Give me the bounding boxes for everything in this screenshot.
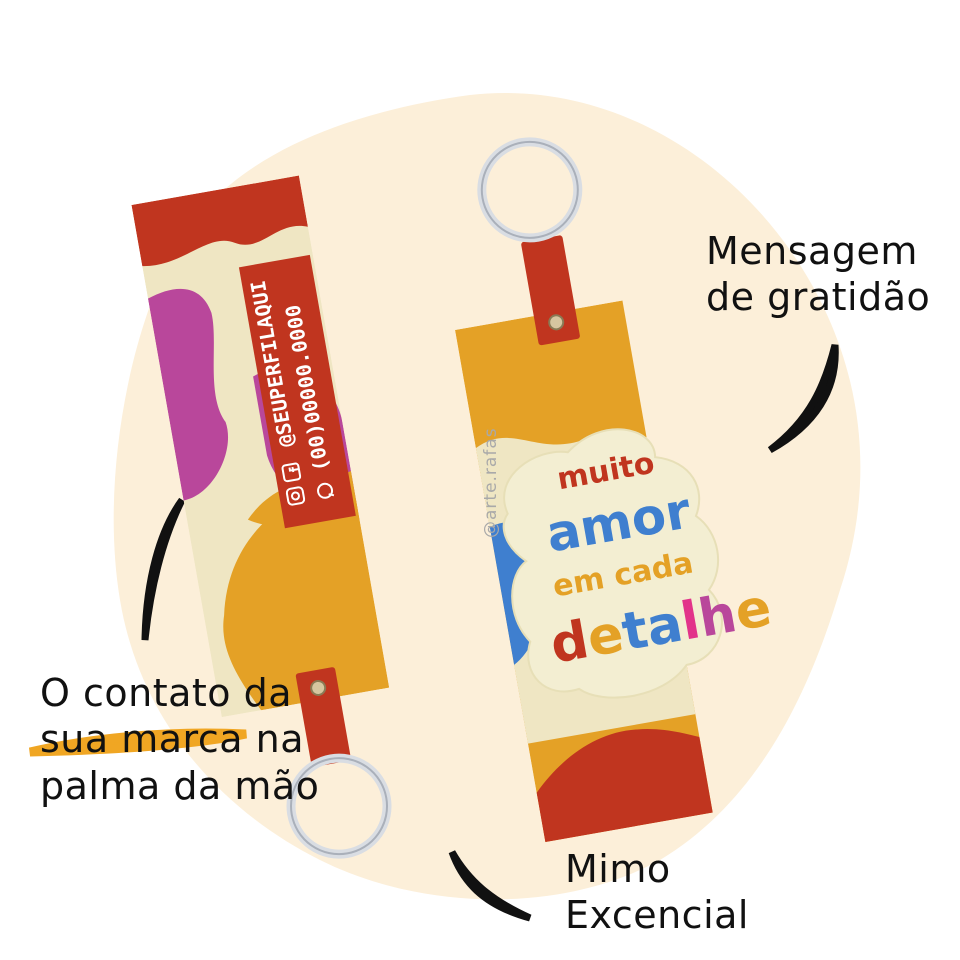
keychain-contact: @SEUPERFILAQUI (00)00000.0000 bbox=[131, 175, 392, 859]
facebook-icon bbox=[281, 462, 302, 483]
callout-contato-line3: palma da mão bbox=[40, 763, 320, 808]
message-word-detalhe: detalhe bbox=[546, 578, 776, 676]
callout-gratidao-line2: de gratidão bbox=[706, 275, 931, 320]
callout-contato-line1: O contato da bbox=[40, 671, 293, 715]
callout-contato: O contato da sua marca na palma da mão bbox=[40, 670, 319, 809]
callout-contato-line2-rest: na bbox=[243, 717, 304, 762]
callout-mimo-line2: Excencial bbox=[565, 893, 749, 938]
highlight-swash bbox=[28, 728, 247, 757]
keychain-strap-left bbox=[286, 667, 392, 859]
watermark-text: @arte.rafas bbox=[481, 427, 501, 538]
callout-gratidao: Mensagem de gratidão bbox=[706, 228, 930, 321]
keychain-strap-right bbox=[477, 137, 583, 346]
whatsapp-icon bbox=[317, 482, 335, 499]
callout-mimo-line1: Mimo bbox=[565, 847, 671, 891]
contact-band bbox=[238, 254, 356, 529]
message-sticker: muito amor em cada detalhe bbox=[502, 428, 776, 699]
callout-contato-highlight: sua marca bbox=[40, 717, 244, 762]
callout-mimo: Mimo Excencial bbox=[565, 846, 749, 939]
stroke-accent-bottom bbox=[448, 850, 532, 922]
stroke-accent-left bbox=[141, 497, 186, 641]
callout-gratidao-line1: Mensagem bbox=[706, 229, 918, 273]
instagram-icon bbox=[285, 486, 306, 506]
stroke-accent-top-right bbox=[767, 344, 839, 454]
callout-contato-line2: sua marca na bbox=[40, 716, 319, 762]
